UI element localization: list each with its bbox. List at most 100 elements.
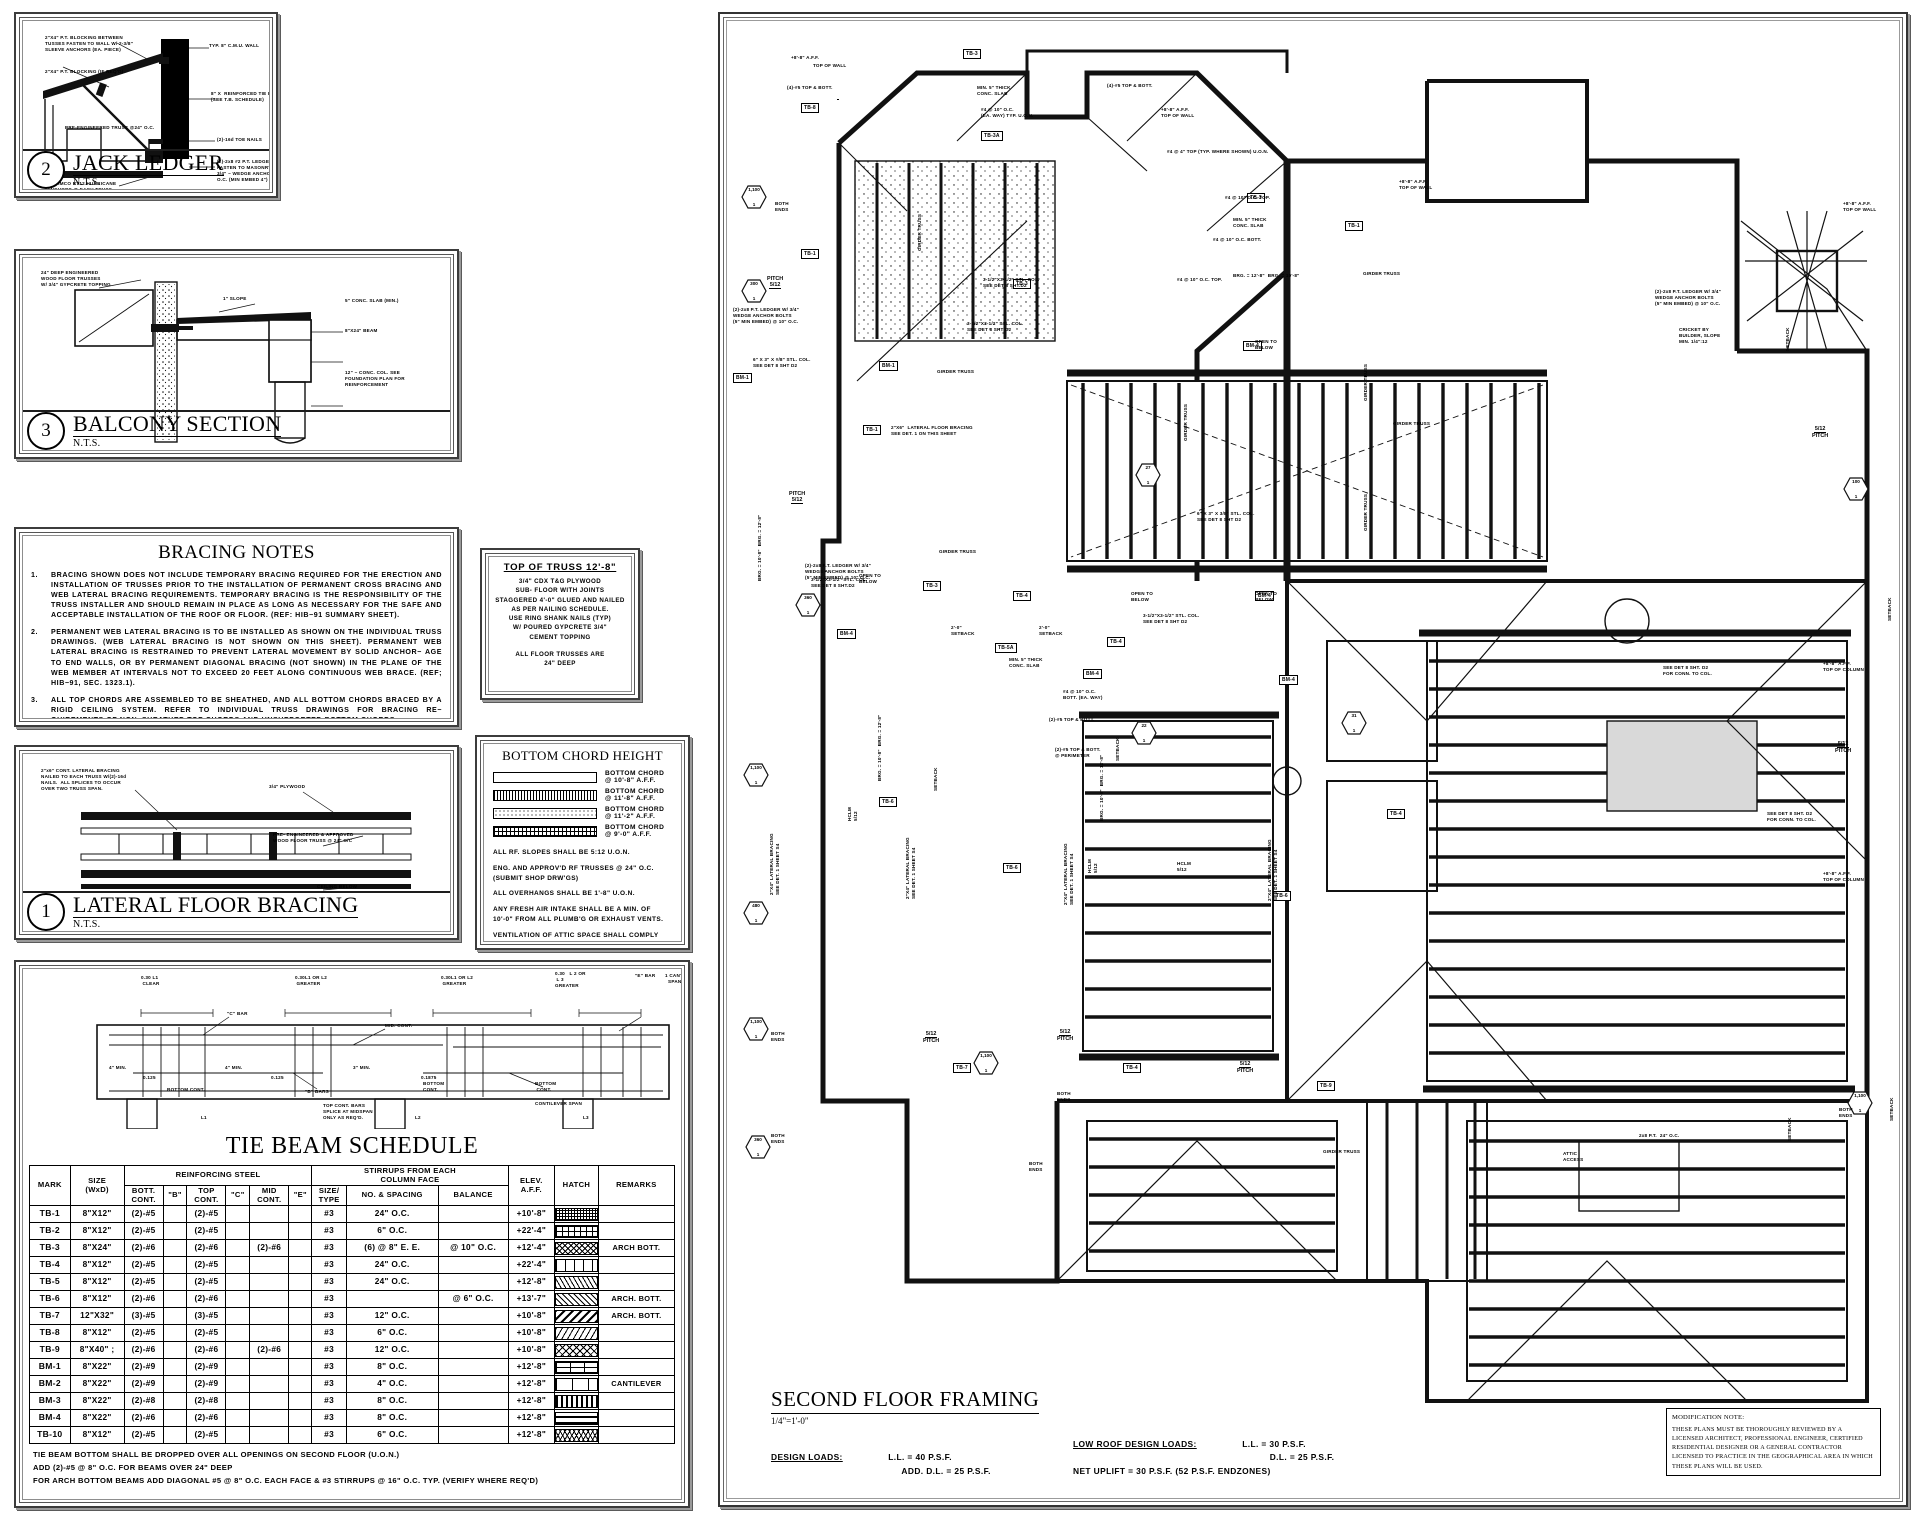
beam-tag: BM-4: [1279, 675, 1299, 685]
top-of-truss-line: 24" DEEP: [544, 660, 576, 668]
cell-hatch: [554, 1205, 599, 1223]
cell-bott-cont: (2)-#6: [123, 1239, 164, 1257]
cell-b: [162, 1358, 188, 1376]
cell-balance: [437, 1426, 509, 1444]
cell-no-spacing: 8" O.C.: [345, 1409, 439, 1427]
bottom-chord-note: ALL OVERHANGS SHALL BE 1'-8" U.O.N.: [493, 890, 635, 898]
cell-mid-cont: [249, 1205, 290, 1223]
cell-elev: +10'-8": [507, 1324, 556, 1342]
design-loads-dl: ADD. D.L. = 25 P.S.F.: [901, 1465, 991, 1476]
beam-tag: TB-1: [1345, 221, 1363, 231]
schedule-footnote: FOR ARCH BOTTOM BEAMS ADD DIAGONAL #5 @ …: [33, 1475, 539, 1485]
col-b: "B": [162, 1185, 188, 1206]
cell-size: 8"X22": [69, 1409, 125, 1427]
bottom-chord-note: ENG. AND APPROV'D RF TRUSSES @ 24" O.C. …: [493, 864, 654, 882]
cell-elev: +12'-4": [507, 1239, 556, 1257]
cell-bott-cont: (2)-#5: [123, 1205, 164, 1223]
cell-mid-cont: [249, 1324, 290, 1342]
schedule-footnote: ADD (2)-#5 @ 8" O.C. FOR BEAMS OVER 24" …: [33, 1462, 233, 1472]
cell-no-spacing: 12" O.C.: [345, 1341, 439, 1359]
cell-remarks: ARCH. BOTT.: [597, 1307, 676, 1325]
cell-hatch: [554, 1256, 599, 1274]
cell-bott-cont: (2)-#8: [123, 1392, 164, 1410]
cell-e: [288, 1341, 313, 1359]
cell-c: [225, 1392, 251, 1410]
cell-size: 8"X22": [69, 1392, 125, 1410]
beam-tag: TB-8: [801, 103, 819, 113]
detail-scale: N.T.S.: [73, 919, 101, 930]
beam-tag: TB-3: [1247, 193, 1265, 203]
top-of-truss-callout: TOP OF TRUSS 12'-8" 3/4" CDX T&G PLYWOOD…: [480, 548, 640, 700]
cell-size-type: #3: [311, 1239, 347, 1257]
cell-elev: +10'-8": [507, 1205, 556, 1223]
col-no-spacing: NO. & SPACING: [345, 1185, 439, 1206]
cell-e: [288, 1409, 313, 1427]
group-reinforcing-steel: REINFORCING STEEL: [123, 1165, 313, 1186]
cell-mark: TB-2: [29, 1222, 71, 1240]
cell-size-type: #3: [311, 1358, 347, 1376]
top-of-truss-line: ALL FLOOR TRUSSES ARE: [515, 651, 605, 659]
cell-bott-cont: (3)-#5: [123, 1307, 164, 1325]
cell-top-cont: (2)-#5: [186, 1205, 227, 1223]
cell-remarks: ARCH. BOTT.: [597, 1290, 676, 1308]
cell-mark: TB-3: [29, 1239, 71, 1257]
cell-mid-cont: (2)-#6: [249, 1239, 290, 1257]
beam-tag: TB-5A: [995, 643, 1017, 653]
col-size-type: SIZE/ TYPE: [311, 1185, 347, 1206]
top-of-truss-line: 3/4" CDX T&G PLYWOOD: [518, 578, 602, 585]
cell-balance: [437, 1409, 509, 1427]
low-roof-ll: L.L. = 30 P.S.F.: [1242, 1438, 1306, 1449]
cell-top-cont: (2)-#6: [186, 1341, 227, 1359]
cell-b: [162, 1256, 188, 1274]
cell-no-spacing: 8" O.C.: [345, 1358, 439, 1376]
cell-bott-cont: (2)-#5: [123, 1273, 164, 1291]
col-top-cont: TOP CONT.: [186, 1185, 227, 1206]
plan-scale: 1/4"=1'-0": [771, 1416, 809, 1426]
col-balance: BALANCE: [437, 1185, 509, 1206]
beam-tag: BM-4: [1083, 669, 1103, 679]
col-mid-cont: MID CONT.: [249, 1185, 290, 1206]
tie-beam-schedule-table: MARK SIZE (WxD) REINFORCING STEEL STIRRU…: [29, 1165, 676, 1444]
modification-note: MODIFICATION NOTE: THESE PLANS MUST BE T…: [1666, 1407, 1881, 1476]
top-of-truss-line: CEMENT TOPPING: [529, 633, 591, 641]
top-of-truss-line: SUB- FLOOR WITH JOINTS: [515, 587, 605, 595]
cell-mark: BM-3: [29, 1392, 71, 1410]
cell-size-type: #3: [311, 1375, 347, 1393]
design-loads-ll: L.L. = 40 P.S.F.: [888, 1452, 952, 1463]
modification-note-body: THESE PLANS MUST BE THOROUGHLY REVIEWED …: [1672, 1425, 1873, 1470]
tie-beam-schedule-title: TIE BEAM SCHEDULE: [225, 1133, 479, 1159]
cell-balance: [437, 1222, 509, 1240]
cell-bott-cont: (2)-#6: [123, 1341, 164, 1359]
cell-size-type: #3: [311, 1222, 347, 1240]
cell-c: [225, 1239, 251, 1257]
low-roof-loads-block: LOW ROOF DESIGN LOADS: L.L. = 30 P.S.F. …: [1073, 1438, 1334, 1478]
cell-hatch: [554, 1426, 599, 1444]
detail-lateral-floor-bracing: 2"x6" CONT. LATERAL BRACING NAILED TO EA…: [14, 745, 459, 940]
detail-scale: N.T.S.: [73, 177, 101, 188]
top-of-truss-line: AS PER NAILING SCHEDULE.: [511, 605, 609, 613]
cell-top-cont: (2)-#5: [186, 1426, 227, 1444]
cell-c: [225, 1324, 251, 1342]
cell-balance: [437, 1375, 509, 1393]
cell-hatch: [554, 1341, 599, 1359]
